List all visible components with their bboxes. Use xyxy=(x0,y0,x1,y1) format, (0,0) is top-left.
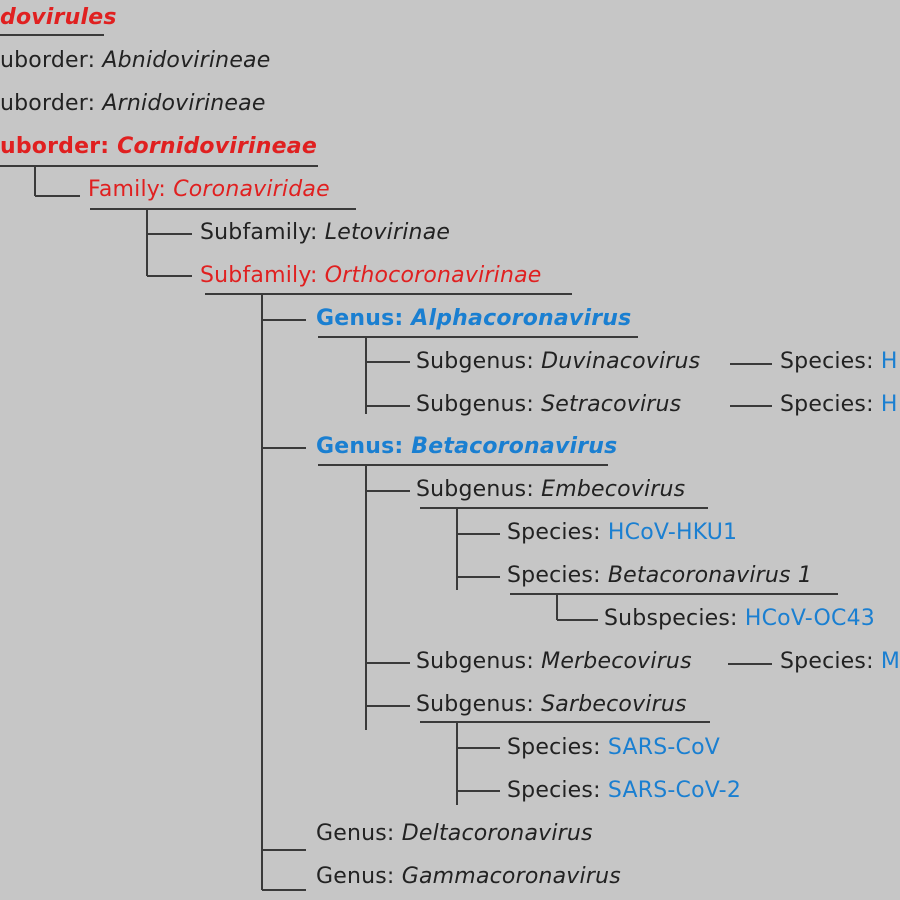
rank-label: Subgenus: xyxy=(416,649,542,674)
subfamily-letovirinae-node: Subfamily: Letovirinae xyxy=(200,219,450,247)
species-name: SARS-CoV xyxy=(607,735,720,760)
subgenus-embecovirus-node: Subgenus: Embecovirus xyxy=(416,476,685,504)
species-hcov-hku1-node: Species: HCoV-HKU1 xyxy=(507,519,737,547)
suborder-abnidovirineae-node: uborder: Abnidovirineae xyxy=(0,47,270,75)
taxon-name: Deltacoronavirus xyxy=(401,821,593,846)
subgenus-merbecovirus-node: Subgenus: Merbecovirus xyxy=(416,648,692,676)
rank-label: uborder: xyxy=(0,48,103,73)
rank-label: Genus: xyxy=(316,821,402,846)
species-name: HCoV-OC43 xyxy=(744,606,876,631)
species-betacoronavirus-1-node: Species: Betacoronavirus 1 xyxy=(507,562,812,590)
species-name: H xyxy=(880,392,898,417)
rank-label: uborder: xyxy=(0,91,103,116)
species-sars-cov-2-node: Species: SARS-CoV-2 xyxy=(507,777,741,805)
order-node: dovirules xyxy=(0,4,117,32)
taxon-name: Embecovirus xyxy=(541,477,686,502)
taxon-name: Duvinacovirus xyxy=(541,349,701,374)
rank-label: uborder: xyxy=(0,134,118,159)
rank-label: Species: xyxy=(507,778,608,803)
rank-label: Species: xyxy=(780,649,881,674)
rank-label: Subgenus: xyxy=(416,477,542,502)
subgenus-setracovirus-node: Subgenus: Setracovirus xyxy=(416,391,681,419)
genus-betacoronavirus-node: Genus: Betacoronavirus xyxy=(316,433,617,461)
taxon-name: Sarbecovirus xyxy=(541,692,687,717)
subgenus-sarbecovirus-node: Subgenus: Sarbecovirus xyxy=(416,691,687,719)
subspecies-hcov-oc43-node: Subspecies: HCoV-OC43 xyxy=(604,605,875,633)
rank-label: Species: xyxy=(507,520,608,545)
species-name: M xyxy=(880,649,900,674)
rank-label: Subfamily: xyxy=(200,220,325,245)
rank-label: Genus: xyxy=(316,434,412,459)
taxon-name: Arnidovirineae xyxy=(102,91,266,116)
rank-label: Family: xyxy=(88,177,174,202)
suborder-arnidovirineae-node: uborder: Arnidovirineae xyxy=(0,90,266,118)
species-name: HCoV-HKU1 xyxy=(607,520,738,545)
rank-label: Genus: xyxy=(316,864,402,889)
taxon-name: Alphacoronavirus xyxy=(411,306,632,331)
species-sars-cov-node: Species: SARS-CoV xyxy=(507,734,720,762)
taxon-name: Abnidovirineae xyxy=(102,48,271,73)
taxon-name: Gammacoronavirus xyxy=(401,864,621,889)
genus-alphacoronavirus-node: Genus: Alphacoronavirus xyxy=(316,305,631,333)
taxon-name: Cornidovirineae xyxy=(117,134,317,159)
taxon-name: Letovirinae xyxy=(324,220,451,245)
taxon-name: Betacoronavirus 1 xyxy=(607,563,813,588)
family-coronaviridae-node: Family: Coronaviridae xyxy=(88,176,330,204)
species-name: SARS-CoV-2 xyxy=(607,778,742,803)
subfamily-orthocoronavirinae-node: Subfamily: Orthocoronavirinae xyxy=(200,262,542,290)
suborder-cornidovirineae-node: uborder: Cornidovirineae xyxy=(0,133,317,161)
taxon-name: Merbecovirus xyxy=(541,649,692,674)
taxon-name: Betacoronavirus xyxy=(411,434,618,459)
rank-label: Species: xyxy=(780,349,881,374)
rank-label: Species: xyxy=(507,563,608,588)
rank-label: Species: xyxy=(507,735,608,760)
rank-label: Subgenus: xyxy=(416,392,542,417)
species-setracovirus-node: Species: H xyxy=(780,391,898,419)
rank-label: Subfamily: xyxy=(200,263,325,288)
rank-label: Subgenus: xyxy=(416,692,542,717)
rank-label: Subspecies: xyxy=(604,606,745,631)
species-duvinacovirus-node: Species: H xyxy=(780,348,898,376)
taxon-name: Orthocoronavirinae xyxy=(324,263,542,288)
rank-label: Genus: xyxy=(316,306,412,331)
rank-label: Species: xyxy=(780,392,881,417)
order-name: dovirules xyxy=(0,5,117,30)
species-name: H xyxy=(880,349,898,374)
genus-deltacoronavirus-node: Genus: Deltacoronavirus xyxy=(316,820,593,848)
genus-gammacoronavirus-node: Genus: Gammacoronavirus xyxy=(316,863,621,891)
species-merbecovirus-node: Species: M xyxy=(780,648,900,676)
taxon-name: Setracovirus xyxy=(541,392,682,417)
subgenus-duvinacovirus-node: Subgenus: Duvinacovirus xyxy=(416,348,700,376)
taxon-name: Coronaviridae xyxy=(173,177,330,202)
rank-label: Subgenus: xyxy=(416,349,542,374)
